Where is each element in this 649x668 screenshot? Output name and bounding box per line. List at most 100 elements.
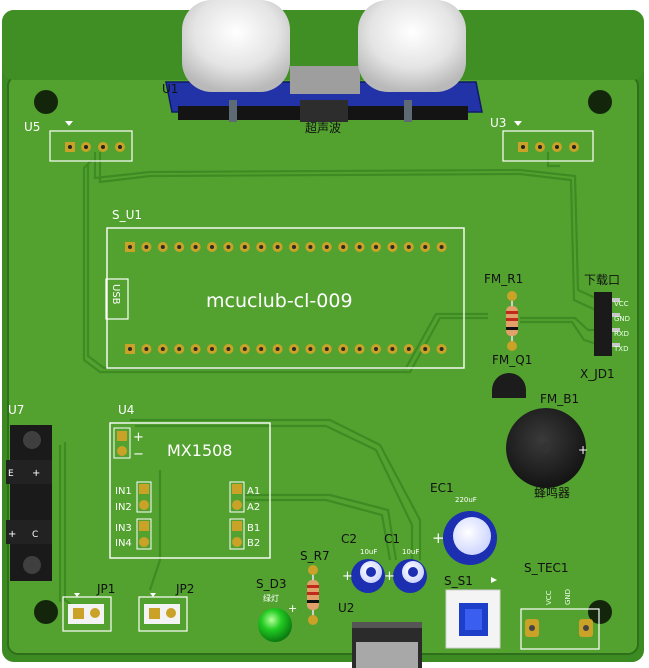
s-u1-designator: S_U1: [112, 208, 142, 222]
download-pin-txd: TXD: [613, 345, 628, 353]
svg-text:+: +: [384, 569, 395, 584]
fm-b1-buzzer: FM_B1 + 蜂鸣器: [506, 392, 588, 500]
mcu-bottom-pin-hole: [259, 347, 264, 351]
s-s1-designator: S_S1: [444, 574, 473, 588]
c1-capacitor: C1 10uF +: [384, 532, 427, 593]
mcu-bottom-pin-hole: [128, 347, 132, 351]
driver-chip-name: MX1508: [167, 441, 232, 460]
pcb-board-top-strip: [2, 10, 644, 80]
usb-outline: [105, 278, 129, 320]
mcu-top-pin-hole: [390, 245, 395, 249]
ultrasonic-transducer-right: [358, 0, 466, 92]
u4-designator: U4: [118, 403, 134, 417]
driver-in3: IN3: [115, 523, 132, 534]
mcu-top-pin-hole: [128, 245, 132, 249]
ec1-designator: EC1: [430, 481, 454, 495]
mcu-bottom-pin-hole: [324, 347, 329, 351]
s-d3-led: S_D3 绿灯 +: [256, 577, 297, 642]
c2-capacitor: C2 10uF +: [341, 532, 385, 593]
u1-designator: U1: [162, 82, 178, 96]
c1-value: 10uF: [402, 548, 419, 556]
ec1-capacitor: EC1 220uF +: [430, 481, 497, 565]
u4-plus: +: [133, 430, 144, 445]
driver-in2: IN2: [115, 502, 132, 513]
u4-driver-module: U4 + − MX1508 IN1 IN2 IN3 IN4 A1 A2 B1 B…: [109, 403, 271, 559]
svg-text:+: +: [8, 529, 16, 540]
mcu-footprint: S_U1 USB mcuclub-cl-009: [105, 208, 465, 369]
jp2-designator: JP2: [175, 582, 194, 596]
svg-text:+: +: [432, 529, 445, 547]
header-u5: U5: [24, 120, 133, 162]
mcu-bottom-pin-hole: [177, 347, 182, 351]
mcu-top-pin-hole: [160, 245, 165, 249]
mcu-name: mcuclub-cl-009: [206, 290, 353, 312]
svg-text:C: C: [32, 530, 38, 540]
u7-designator: U7: [8, 403, 24, 417]
mcu-bottom-pin-hole: [292, 347, 296, 351]
driver-b1: B1: [247, 523, 260, 534]
jp1-designator: JP1: [96, 582, 115, 596]
c2-designator: C2: [341, 532, 357, 546]
tec-pin-gnd: GND: [564, 589, 572, 605]
driver-in4: IN4: [115, 538, 132, 549]
download-header: 下载口 VCC GND RXD TXD X_JD1: [580, 273, 630, 381]
mcu-bottom-pin-hole: [341, 347, 346, 351]
driver-in1: IN1: [115, 486, 132, 497]
mcu-top-pin-hole: [374, 245, 378, 249]
mcu-bottom-pin-hole: [439, 347, 444, 351]
u2-regulator: U2: [338, 601, 422, 668]
ec1-value: 220uF: [455, 496, 477, 504]
mcu-top-pin-hole: [210, 245, 214, 249]
mcu-top-pin-hole: [308, 245, 313, 249]
mcu-bottom-pin-hole: [242, 347, 247, 351]
s-tec1-terminal: S_TEC1 VCC GND: [520, 561, 600, 650]
mounting-hole-tr: [588, 90, 612, 114]
mcu-top-pin-hole: [144, 245, 149, 249]
fm-r1-designator: FM_R1: [484, 272, 523, 286]
fm-r1-resistor: FM_R1: [484, 272, 523, 351]
mcu-bottom-pin-hole: [390, 347, 395, 351]
mcu-top-pin-hole: [259, 245, 264, 249]
mcu-bottom-pin-hole: [357, 347, 362, 351]
download-pin-rxd: RXD: [614, 330, 629, 338]
mounting-hole-bl: [34, 600, 58, 624]
mcu-bottom-pin-hole: [275, 347, 280, 351]
jp2-connector: JP2: [138, 582, 194, 632]
ultrasonic-transducer-left: [182, 0, 290, 92]
ultrasonic-label: 超声波: [305, 120, 341, 135]
mcu-top-pin-hole: [226, 245, 231, 249]
mcu-bottom-pin-hole: [210, 347, 214, 351]
mcu-bottom-pin-hole: [374, 347, 378, 351]
mounting-hole-br: [588, 600, 612, 624]
mcu-bottom-pin-hole: [423, 347, 428, 351]
c2-value: 10uF: [360, 548, 377, 556]
mcu-bottom-pin-hole: [406, 347, 411, 351]
c1-designator: C1: [384, 532, 400, 546]
mcu-top-pin-hole: [275, 245, 280, 249]
driver-b2: B2: [247, 538, 260, 549]
s-s1-switch: S_S1: [444, 574, 501, 649]
mcu-bottom-pin-hole: [308, 347, 313, 351]
mcu-top-pin-hole: [439, 245, 444, 249]
mcu-top-pin-hole: [406, 245, 411, 249]
download-pin-gnd: GND: [614, 315, 630, 323]
fm-q1-transistor: FM_Q1: [492, 353, 532, 398]
download-port-label: 下载口: [584, 273, 620, 287]
mcu-bottom-pin-hole: [226, 347, 231, 351]
tec-pin-vcc: VCC: [545, 590, 553, 605]
mcu-top-pin-hole: [193, 245, 198, 249]
mcu-bottom-pin-hole: [160, 347, 165, 351]
x-jd1-designator: X_JD1: [580, 367, 615, 381]
ultrasonic-crystal: [290, 66, 360, 94]
download-pin-vcc: VCC: [614, 300, 629, 308]
mcu-bottom-pin-hole: [193, 347, 198, 351]
mcu-outline: [106, 227, 465, 369]
u4-minus: −: [133, 447, 144, 462]
s-d3-designator: S_D3: [256, 577, 287, 591]
mcu-top-pin-hole: [423, 245, 428, 249]
jp1-connector: JP1: [62, 582, 115, 632]
s-r7-designator: S_R7: [300, 549, 330, 563]
u5-designator: U5: [24, 120, 40, 134]
svg-text:+: +: [342, 569, 353, 584]
